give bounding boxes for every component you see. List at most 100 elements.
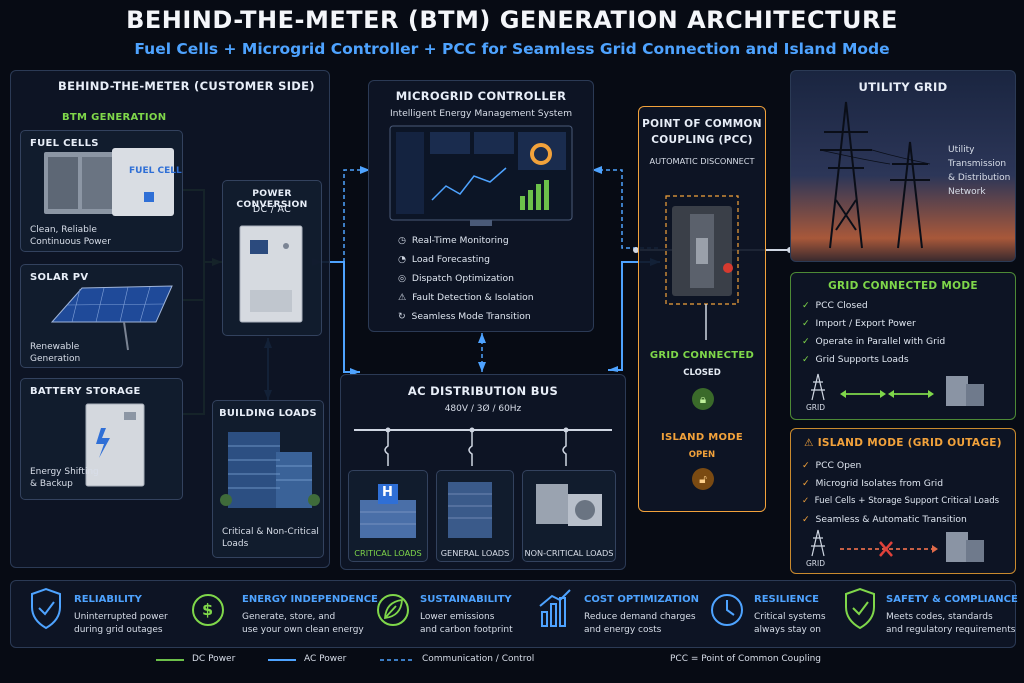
- benefit-line: Lower emissions: [420, 612, 495, 622]
- clock-icon: ◷: [398, 235, 407, 246]
- warning-icon: ⚠: [804, 437, 814, 449]
- island-mode-item-label: PCC Open: [815, 460, 862, 471]
- island-mode-item-4: ✓ Seamless & Automatic Transition: [802, 514, 967, 525]
- benefit-line: Critical systems: [754, 612, 826, 622]
- benefit-title: RELIABILITY: [74, 594, 142, 605]
- benefit-title: SAFETY & COMPLIANCE: [886, 594, 1018, 605]
- pcc-title-2: COUPLING (PCC): [651, 134, 753, 146]
- island-mode-item-label: Seamless & Automatic Transition: [815, 514, 967, 525]
- island-mode-item-label: Microgrid Isolates from Grid: [815, 478, 944, 489]
- check-circle-icon: ✓: [802, 514, 810, 525]
- benefit-line: Generate, store, and: [242, 612, 336, 622]
- benefit-title: SUSTAINABILITY: [420, 594, 512, 605]
- building-loads-title: BUILDING LOADS: [219, 408, 317, 419]
- controller-feature-1: ◷ Real-Time Monitoring: [398, 235, 509, 246]
- controller-feature-label: Dispatch Optimization: [411, 273, 514, 284]
- pcc-subtitle: AUTOMATIC DISCONNECT: [649, 156, 755, 166]
- benefit-title: RESILIENCE: [754, 594, 819, 605]
- controller-feature-label: Fault Detection & Isolation: [412, 292, 534, 303]
- grid-mode-title: GRID CONNECTED MODE: [828, 280, 978, 292]
- check-circle-icon: ✓: [802, 496, 810, 506]
- target-icon: ◎: [398, 273, 407, 284]
- fuel-cells-title: FUEL CELLS: [30, 138, 99, 149]
- refresh-icon: ↻: [398, 311, 406, 322]
- check-circle-icon: ✓: [802, 478, 810, 489]
- controller-feature-2: ◔ Load Forecasting: [398, 254, 490, 265]
- controller-title: MICROGRID CONTROLLER: [395, 89, 567, 103]
- legend-comm-label: Communication / Control: [422, 654, 535, 664]
- pcc-closed-label: CLOSED: [683, 368, 721, 378]
- pcc-panel: [638, 106, 766, 512]
- pcc-open-label: OPEN: [688, 450, 716, 460]
- benefit-line: Meets codes, standards: [886, 612, 993, 622]
- building-loads-desc-1: Critical & Non-Critical: [222, 527, 319, 537]
- check-circle-icon: ✓: [802, 318, 810, 329]
- check-circle-icon: ✓: [802, 460, 810, 471]
- controller-feature-4: ⚠ Fault Detection & Isolation: [398, 292, 534, 303]
- grid-mode-item-4: ✓ Grid Supports Loads: [802, 354, 909, 365]
- lock-open-icon: 🔓︎: [692, 468, 714, 490]
- legend-dc-label: DC Power: [192, 654, 236, 664]
- battery-desc-1: Energy Shifting: [30, 467, 99, 477]
- grid-mode-item-3: ✓ Operate in Parallel with Grid: [802, 336, 945, 347]
- lock-closed-icon: 🔒︎: [692, 388, 714, 410]
- building-loads-desc-2: Loads: [222, 539, 249, 549]
- bus-title: AC DISTRIBUTION BUS: [407, 384, 559, 398]
- dollar-sign-glyph: $: [202, 600, 214, 619]
- pcc-title-1: POINT OF COMMON: [642, 118, 762, 130]
- pcc-island-mode-label: ISLAND MODE: [660, 432, 744, 443]
- gauge-icon: ◔: [398, 254, 407, 265]
- fuel-cells-desc-2: Continuous Power: [30, 237, 111, 247]
- critical-loads-label: CRITICAL LOADS: [354, 548, 422, 558]
- general-loads-label: GENERAL LOADS: [440, 548, 510, 558]
- fuel-cell-unit-label: FUEL CELL: [129, 166, 182, 176]
- solar-pv-title: SOLAR PV: [30, 272, 89, 283]
- benefit-line: always stay on: [754, 625, 821, 635]
- utility-grid-title: UTILITY GRID: [858, 80, 948, 94]
- fuel-cells-desc-1: Clean, Reliable: [30, 225, 97, 235]
- grid-mode-item-label: Import / Export Power: [815, 318, 916, 329]
- benefit-title: COST OPTIMIZATION: [584, 594, 700, 605]
- check-circle-icon: ✓: [802, 300, 810, 311]
- controller-feature-label: Real-Time Monitoring: [411, 235, 509, 246]
- island-mode-item-2: ✓ Microgrid Isolates from Grid: [802, 478, 943, 489]
- solar-desc-1: Renewable: [30, 342, 80, 352]
- benefits-strip: [10, 580, 1016, 648]
- island-mode-title-text: ISLAND MODE (GRID OUTAGE): [817, 437, 1002, 449]
- page-subtitle: Fuel Cells + Microgrid Controller + PCC …: [134, 40, 890, 58]
- utility-desc-1: Utility: [948, 145, 975, 155]
- utility-grid-panel: [790, 70, 1016, 262]
- controller-feature-label: Load Forecasting: [411, 254, 490, 265]
- hospital-h-icon: H: [382, 485, 393, 500]
- benefit-line: and energy costs: [584, 625, 662, 635]
- utility-desc-4: Network: [948, 187, 986, 197]
- non-critical-loads-label: NON-CRITICAL LOADS: [524, 548, 614, 558]
- power-conversion-title: POWER CONVERSION: [236, 188, 308, 210]
- benefit-line: during grid outages: [74, 625, 163, 635]
- bus-spec: 480V / 3Ø / 60Hz: [444, 404, 522, 414]
- benefit-line: Uninterrupted power: [74, 612, 168, 622]
- benefit-line: Reduce demand charges: [584, 612, 696, 622]
- island-mode-item-label: Fuel Cells + Storage Support Critical Lo…: [814, 496, 1000, 506]
- island-mode-item-3: ✓ Fuel Cells + Storage Support Critical …: [802, 496, 999, 506]
- benefit-line: and carbon footprint: [420, 625, 513, 635]
- controller-feature-5: ↻ Seamless Mode Transition: [398, 311, 531, 322]
- check-circle-icon: ✓: [802, 336, 810, 347]
- grid-mode-item-2: ✓ Import / Export Power: [802, 318, 916, 329]
- legend-ac-label: AC Power: [304, 654, 347, 664]
- battery-storage-title: BATTERY STORAGE: [30, 386, 141, 397]
